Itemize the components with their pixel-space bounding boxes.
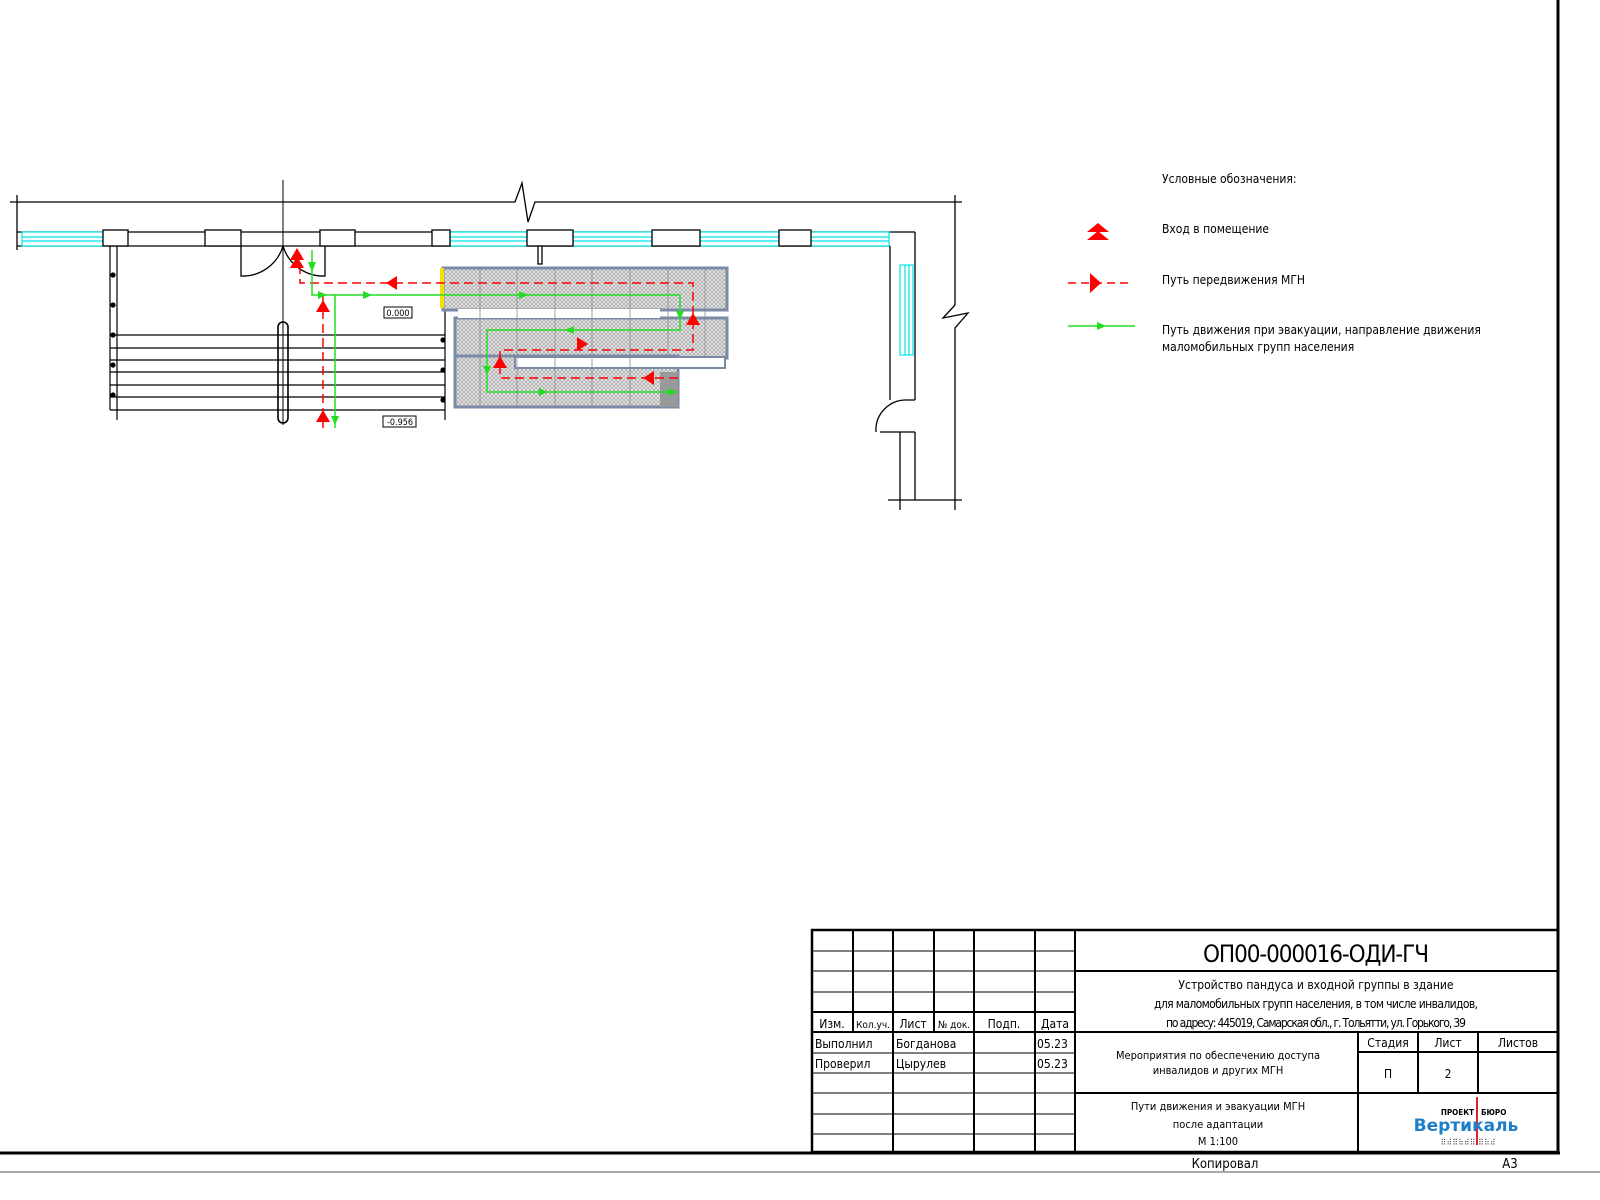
- legend-title: Условные обозначения:: [1162, 172, 1297, 186]
- entry-door: [240, 245, 326, 277]
- stage-header: Стадия: [1367, 1036, 1408, 1050]
- project-line-1: Устройство пандуса и входной группы в зд…: [1178, 978, 1454, 992]
- copied-label: Копировал: [1192, 1157, 1259, 1172]
- header-doc: № док.: [938, 1020, 970, 1031]
- section-line-2: инвалидов и других МГН: [1153, 1064, 1284, 1077]
- company-logo: ПРОЕКТ БЮРО Вертикаль ⠿⠾⠿⠷⠾⠿ ⠿⠷⠾: [1414, 1097, 1519, 1147]
- role-checked: Проверил: [815, 1057, 870, 1071]
- stairs: [109, 246, 446, 424]
- date-performed: 05.23: [1037, 1037, 1068, 1051]
- ramp: [440, 266, 729, 409]
- name-performed: Богданова: [896, 1037, 956, 1051]
- green-path-icon: [1068, 322, 1135, 330]
- svg-text:-0.956: -0.956: [387, 418, 413, 428]
- wall-outline-top: [10, 180, 962, 223]
- project-line-2: для маломобильных групп населения, в том…: [1154, 997, 1478, 1011]
- document-code: ОП00-000016-ОДИ-ГЧ: [1203, 940, 1429, 968]
- title-block: [810, 928, 1560, 1154]
- entrance-arrow-icon: [1087, 223, 1109, 240]
- svg-text:ПРОЕКТ: ПРОЕКТ: [1441, 1108, 1474, 1117]
- header-kol: Кол.уч.: [856, 1020, 890, 1031]
- sheet-value: 2: [1445, 1067, 1452, 1081]
- legend-evac-label-2: маломобильных групп населения: [1162, 340, 1354, 354]
- break-line-right: [941, 304, 970, 510]
- red-dashed-path-icon: [1068, 273, 1132, 293]
- braille-dots: ⠿⠾⠿⠷⠾⠿ ⠿⠷⠾: [1440, 1138, 1495, 1147]
- legend: Условные обозначения: Вход в помещение П…: [1068, 172, 1481, 354]
- svg-text:Вертикаль: Вертикаль: [1414, 1116, 1519, 1136]
- windows: [21, 231, 914, 356]
- svg-text:БЮРО: БЮРО: [1481, 1108, 1506, 1117]
- section-line-1: Мероприятия по обеспечению доступа: [1116, 1049, 1320, 1062]
- sheets-header: Листов: [1498, 1036, 1538, 1050]
- role-performed: Выполнил: [815, 1037, 872, 1051]
- date-checked: 05.23: [1037, 1057, 1068, 1071]
- door-right: [875, 399, 915, 433]
- header-list: Лист: [899, 1017, 926, 1031]
- stage-value: П: [1384, 1067, 1392, 1081]
- sheet-header: Лист: [1434, 1036, 1461, 1050]
- level-mark-top: 0.000: [383, 306, 413, 319]
- legend-mgn-label: Путь передвижения МГН: [1162, 273, 1305, 287]
- header-izm: Изм.: [819, 1017, 844, 1031]
- drawing-line-1: Пути движения и эвакуации МГН: [1131, 1100, 1305, 1113]
- level-mark-bottom: -0.956: [382, 415, 417, 428]
- format-label: А3: [1502, 1157, 1517, 1172]
- mgn-route: [290, 248, 700, 428]
- header-date: Дата: [1041, 1017, 1069, 1031]
- name-checked: Цырулев: [896, 1057, 946, 1071]
- drawing-line-2: после адаптации: [1173, 1118, 1263, 1131]
- drawing-scale: М 1:100: [1198, 1135, 1238, 1148]
- svg-text:0.000: 0.000: [386, 309, 409, 319]
- handrail: [277, 321, 289, 424]
- title-block-text: ОП00-000016-ОДИ-ГЧ Устройство пандуса и …: [815, 940, 1538, 1148]
- wall-piers: [102, 229, 812, 265]
- legend-entrance-label: Вход в помещение: [1162, 222, 1269, 236]
- header-podp: Подп.: [988, 1017, 1021, 1031]
- project-line-3: по адресу: 445019, Самарская обл., г. То…: [1166, 1016, 1466, 1030]
- evacuation-route: [308, 250, 684, 428]
- legend-evac-label-1: Путь движения при эвакуации, направление…: [1162, 323, 1481, 337]
